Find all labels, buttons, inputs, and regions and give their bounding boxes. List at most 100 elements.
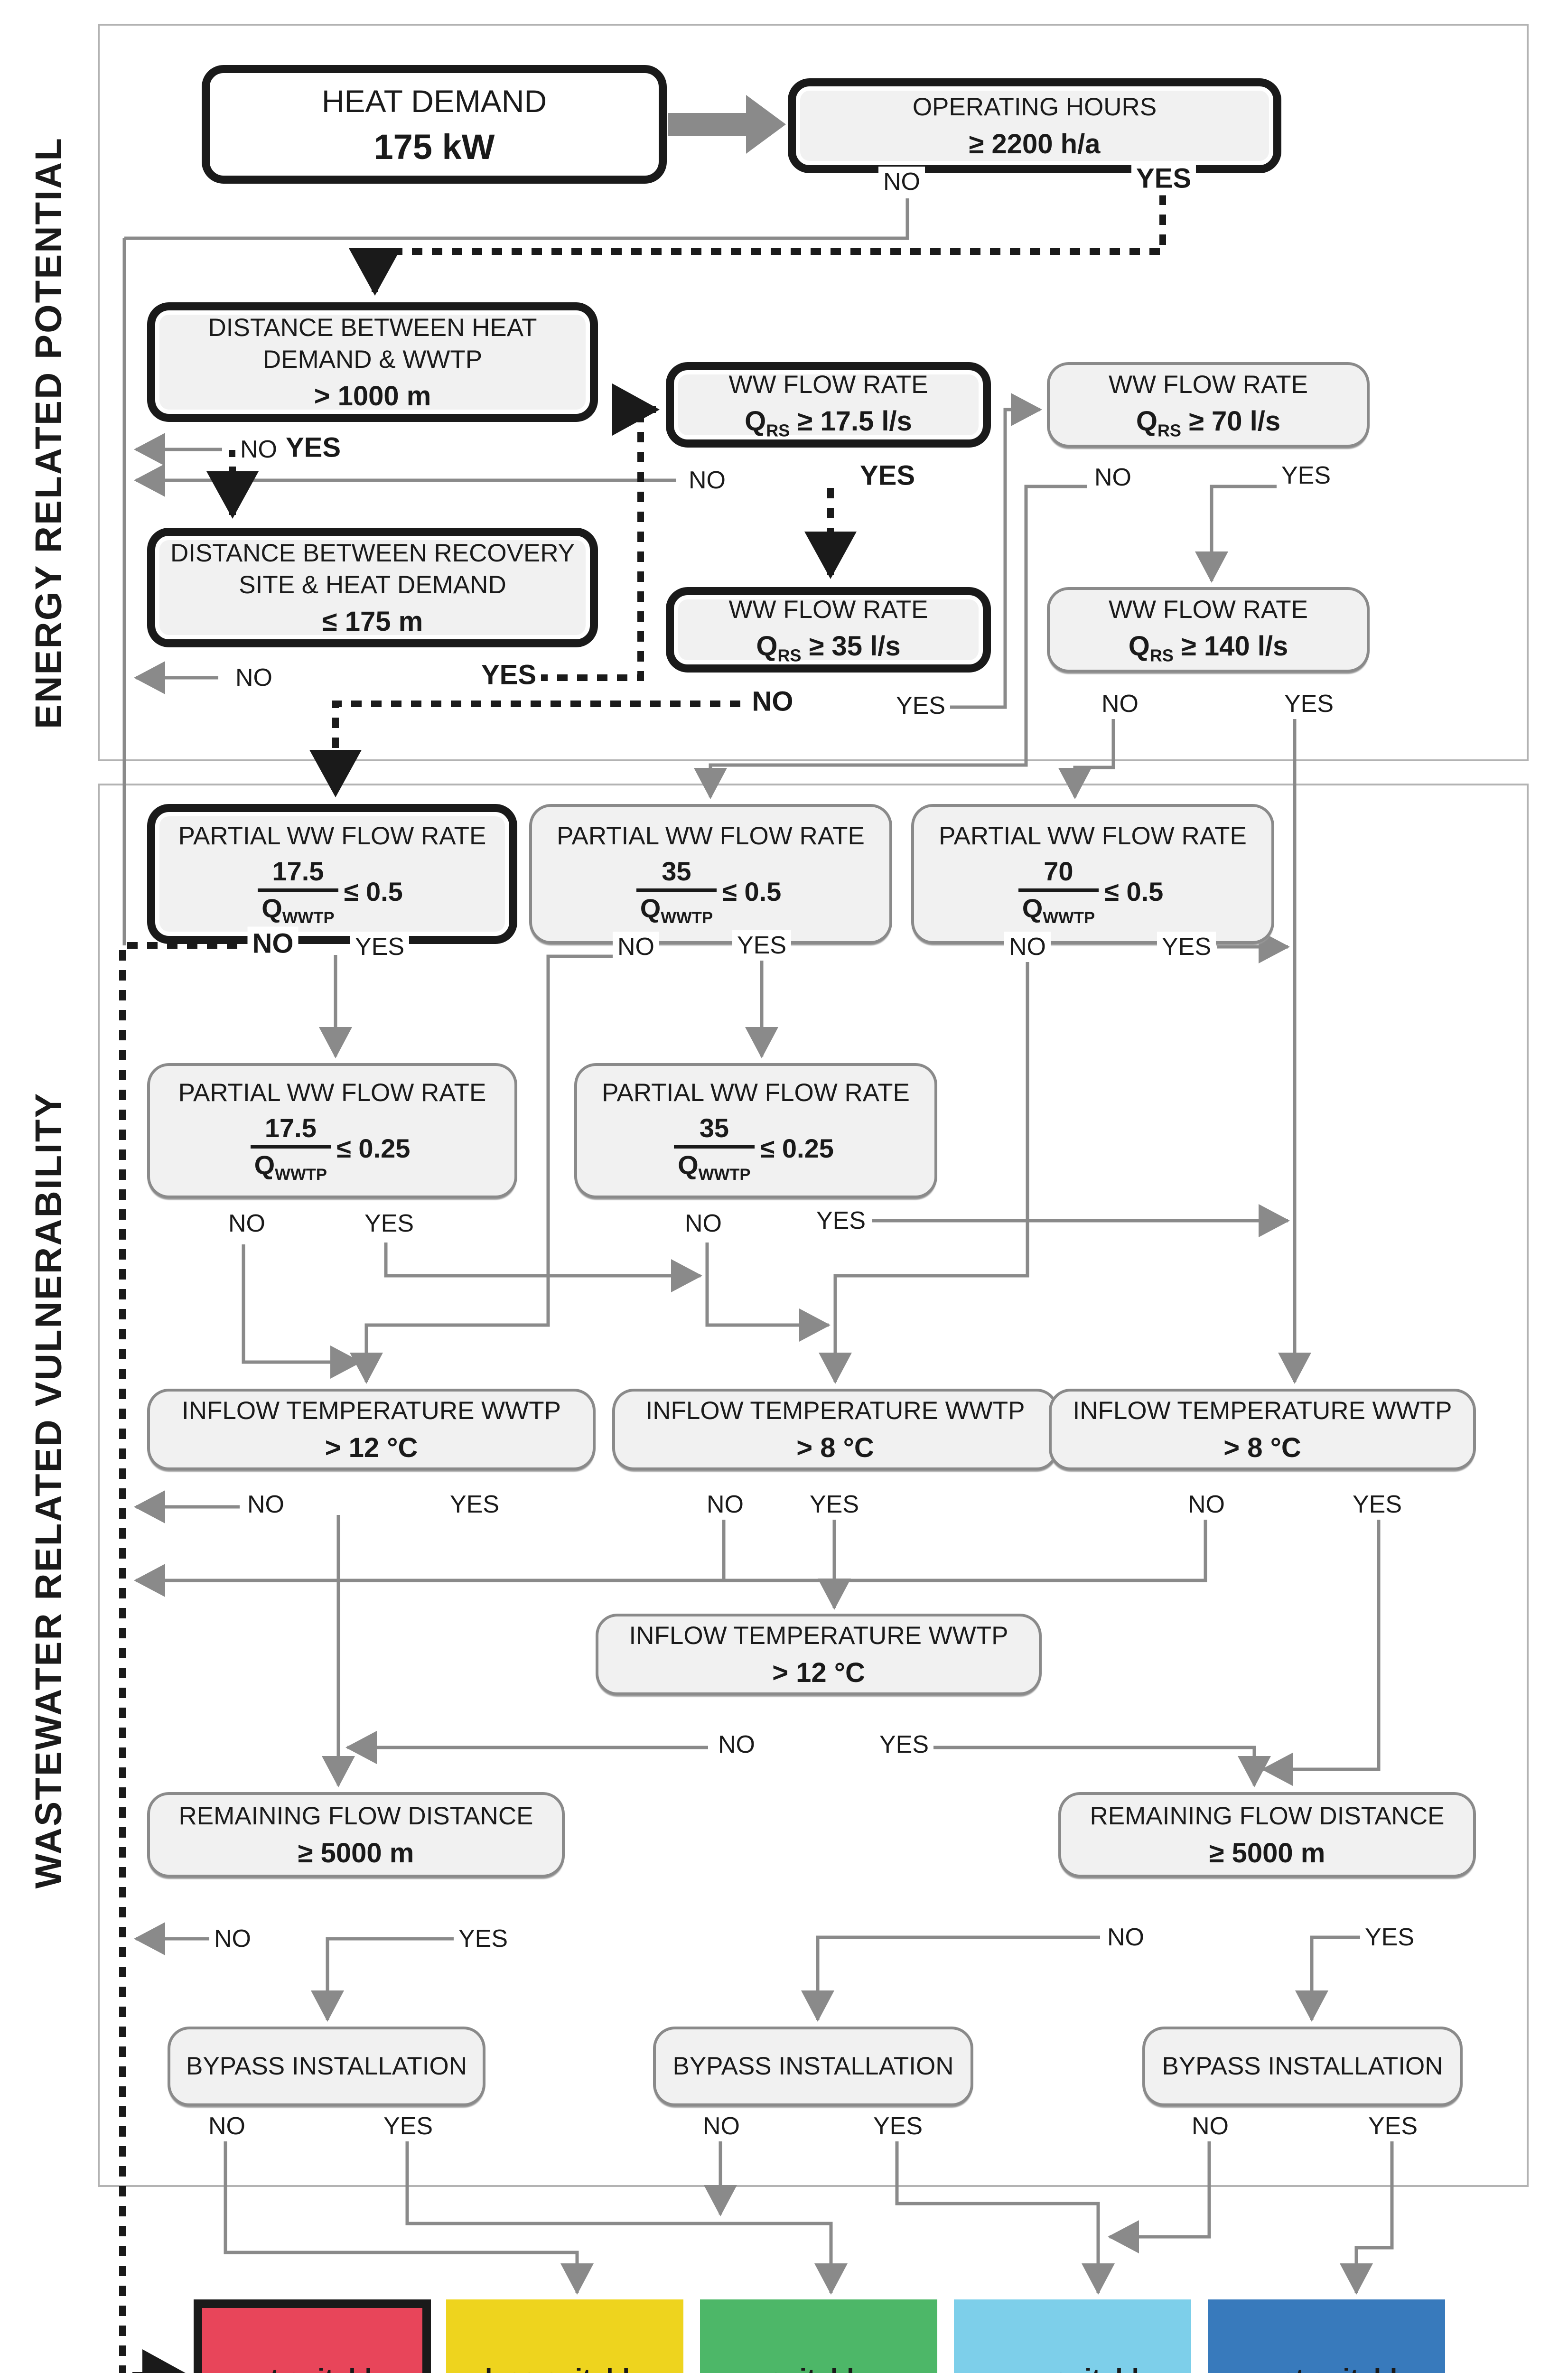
- bypass-mid-title: BYPASS INSTALLATION: [672, 2052, 954, 2080]
- remaining-left-title: REMAINING FLOW DISTANCE: [178, 1802, 533, 1831]
- partial17-no-label: NO: [247, 926, 299, 961]
- edge-bypassL-no: [224, 2139, 594, 2295]
- ww17-yes-label: YES: [855, 458, 920, 493]
- ww70-yes-label: YES: [1276, 460, 1336, 491]
- node-inflow-temp-mid: INFLOW TEMPERATURE WWTP > 8 °C: [612, 1389, 1058, 1470]
- edge-partial35-025-no: [705, 1243, 831, 1342]
- inflow-mid-title: INFLOW TEMPERATURE WWTP: [645, 1397, 1025, 1425]
- ww-flow-35-value: QRS ≥ 35 l/s: [756, 630, 901, 665]
- section-energy-frame: [98, 24, 1529, 761]
- ophours-no-label: NO: [878, 167, 925, 197]
- edge-remL-yes: [311, 1937, 457, 2022]
- ww70-no-label: NO: [1090, 462, 1136, 493]
- bypass-right-title: BYPASS INSTALLATION: [1162, 2052, 1443, 2080]
- ww35-yes-label: YES: [891, 691, 951, 721]
- remR-yes-label: YES: [1360, 1922, 1419, 1953]
- edge-partial35-no: [350, 954, 616, 1384]
- edge-bypassR-no: [1108, 2139, 1211, 2253]
- edge-bypassL-yes: [405, 2139, 848, 2295]
- heat-demand-value: 175 kW: [373, 127, 495, 167]
- bypassL-yes-label: YES: [378, 2111, 438, 2141]
- node-partial-17-5-05: PARTIAL WW FLOW RATE 17.5 QWWTP ≤ 0.5: [147, 804, 517, 944]
- node-distance-recovery: DISTANCE BETWEEN RECOVERY SITE & HEAT DE…: [147, 528, 598, 647]
- ww17-no-label: NO: [684, 465, 730, 495]
- bypass-left-title: BYPASS INSTALLATION: [186, 2052, 467, 2080]
- edge-ww70-yes: [1195, 485, 1281, 583]
- partial35-025-yes-label: YES: [811, 1205, 871, 1236]
- ww-flow-140-value: QRS ≥ 140 l/s: [1128, 630, 1288, 665]
- distance-recovery-line2: SITE & HEAT DEMAND: [239, 570, 506, 599]
- partial35-no-label: NO: [613, 932, 659, 962]
- inflow-right-title: INFLOW TEMPERATURE WWTP: [1073, 1397, 1452, 1425]
- outcome-not-suitable: not suitable: [194, 2299, 431, 2373]
- operating-hours-value: ≥ 2200 h/a: [969, 128, 1101, 159]
- bypassM-yes-label: YES: [868, 2111, 928, 2141]
- temp12L-no-label: NO: [243, 1489, 289, 1520]
- node-inflow-temp-right: INFLOW TEMPERATURE WWTP > 8 °C: [1049, 1389, 1476, 1470]
- node-partial-35-025: PARTIAL WW FLOW RATE 35 QWWTP ≤ 0.25: [574, 1063, 937, 1198]
- remaining-left-value: ≥ 5000 m: [298, 1837, 414, 1869]
- temp8M-yes-label: YES: [804, 1489, 864, 1520]
- edge-remR-yes: [1295, 1935, 1368, 2022]
- distance-wwtp-line2: DEMAND & WWTP: [262, 345, 483, 374]
- ww-flow-70-title: WW FLOW RATE: [1108, 370, 1308, 399]
- inflow-center-value: > 12 °C: [772, 1657, 865, 1688]
- edge-dotted-ophours-yes: [349, 195, 1166, 296]
- edge-partial17-025-no: [242, 1244, 362, 1379]
- dist2-yes-label: YES: [476, 658, 541, 692]
- edge-dotted-dist1-yes: [206, 450, 279, 519]
- node-partial-35-05: PARTIAL WW FLOW RATE 35 QWWTP ≤ 0.5: [529, 804, 892, 944]
- distance-wwtp-line1: DISTANCE BETWEEN HEAT: [208, 314, 537, 342]
- inflow-right-value: > 8 °C: [1223, 1432, 1301, 1463]
- partial70-yes-label: YES: [1157, 932, 1216, 962]
- node-bypass-mid: BYPASS INSTALLATION: [653, 2027, 973, 2106]
- dist1-yes-label: YES: [280, 430, 346, 465]
- outcome-very-suitable: very suitable: [954, 2299, 1191, 2373]
- temp12C-yes-label: YES: [874, 1729, 934, 1760]
- edge-dotted-dist2-yes: [537, 383, 660, 681]
- outcome-less-suitable: less suitable: [446, 2299, 683, 2373]
- edge-temp12C-yes: [931, 1746, 1271, 1787]
- edge-partial70-no: [819, 956, 1029, 1384]
- temp8R-yes-label: YES: [1347, 1489, 1407, 1520]
- edge-partial17-025-yes: [384, 1243, 702, 1292]
- partial-70-05-title: PARTIAL WW FLOW RATE: [939, 822, 1247, 850]
- inflow-center-title: INFLOW TEMPERATURE WWTP: [629, 1622, 1008, 1650]
- inflow-left-value: > 12 °C: [325, 1432, 418, 1463]
- ww140-no-label: NO: [1097, 689, 1143, 719]
- node-bypass-right: BYPASS INSTALLATION: [1142, 2027, 1463, 2106]
- bypassR-no-label: NO: [1187, 2111, 1233, 2141]
- node-ww-flow-35: WW FLOW RATE QRS ≥ 35 l/s: [666, 587, 991, 673]
- heat-demand-title: HEAT DEMAND: [321, 84, 547, 119]
- ww-flow-140-title: WW FLOW RATE: [1108, 595, 1308, 624]
- dist1-no-label: NO: [235, 434, 282, 465]
- edge-bypassM-yes: [895, 2139, 1115, 2295]
- ww140-yes-label: YES: [1279, 689, 1339, 719]
- node-remaining-right: REMAINING FLOW DISTANCE ≥ 5000 m: [1058, 1792, 1476, 1878]
- bypassM-no-label: NO: [698, 2111, 745, 2141]
- bypassR-yes-label: YES: [1363, 2111, 1423, 2141]
- inflow-left-title: INFLOW TEMPERATURE WWTP: [182, 1397, 561, 1425]
- operating-hours-title: OPERATING HOURS: [912, 93, 1157, 121]
- distance-wwtp-value: > 1000 m: [314, 380, 431, 411]
- node-remaining-left: REMAINING FLOW DISTANCE ≥ 5000 m: [147, 1792, 565, 1878]
- partial35-025-no-label: NO: [680, 1208, 727, 1239]
- ww-flow-35-title: WW FLOW RATE: [728, 595, 928, 624]
- remL-no-label: NO: [209, 1924, 256, 1954]
- distance-recovery-line1: DISTANCE BETWEEN RECOVERY: [170, 539, 575, 568]
- edge-temp8R-no: [134, 1515, 1207, 1597]
- temp12L-yes-label: YES: [445, 1489, 504, 1520]
- node-partial-70-05: PARTIAL WW FLOW RATE 70 QWWTP ≤ 0.5: [911, 804, 1274, 944]
- outcome-most-suitable: most suitable: [1208, 2299, 1445, 2373]
- node-inflow-temp-left: INFLOW TEMPERATURE WWTP > 12 °C: [147, 1389, 596, 1470]
- ww-flow-17-5-title: WW FLOW RATE: [728, 370, 928, 399]
- node-ww-flow-17-5: WW FLOW RATE QRS ≥ 17.5 l/s: [666, 362, 991, 448]
- remL-yes-label: YES: [453, 1924, 513, 1954]
- partial17-yes-label: YES: [350, 932, 410, 962]
- remR-no-label: NO: [1102, 1922, 1149, 1953]
- node-bypass-left: BYPASS INSTALLATION: [168, 2027, 485, 2106]
- outcome-suitable: suitable: [700, 2299, 937, 2373]
- bypassL-no-label: NO: [204, 2111, 250, 2141]
